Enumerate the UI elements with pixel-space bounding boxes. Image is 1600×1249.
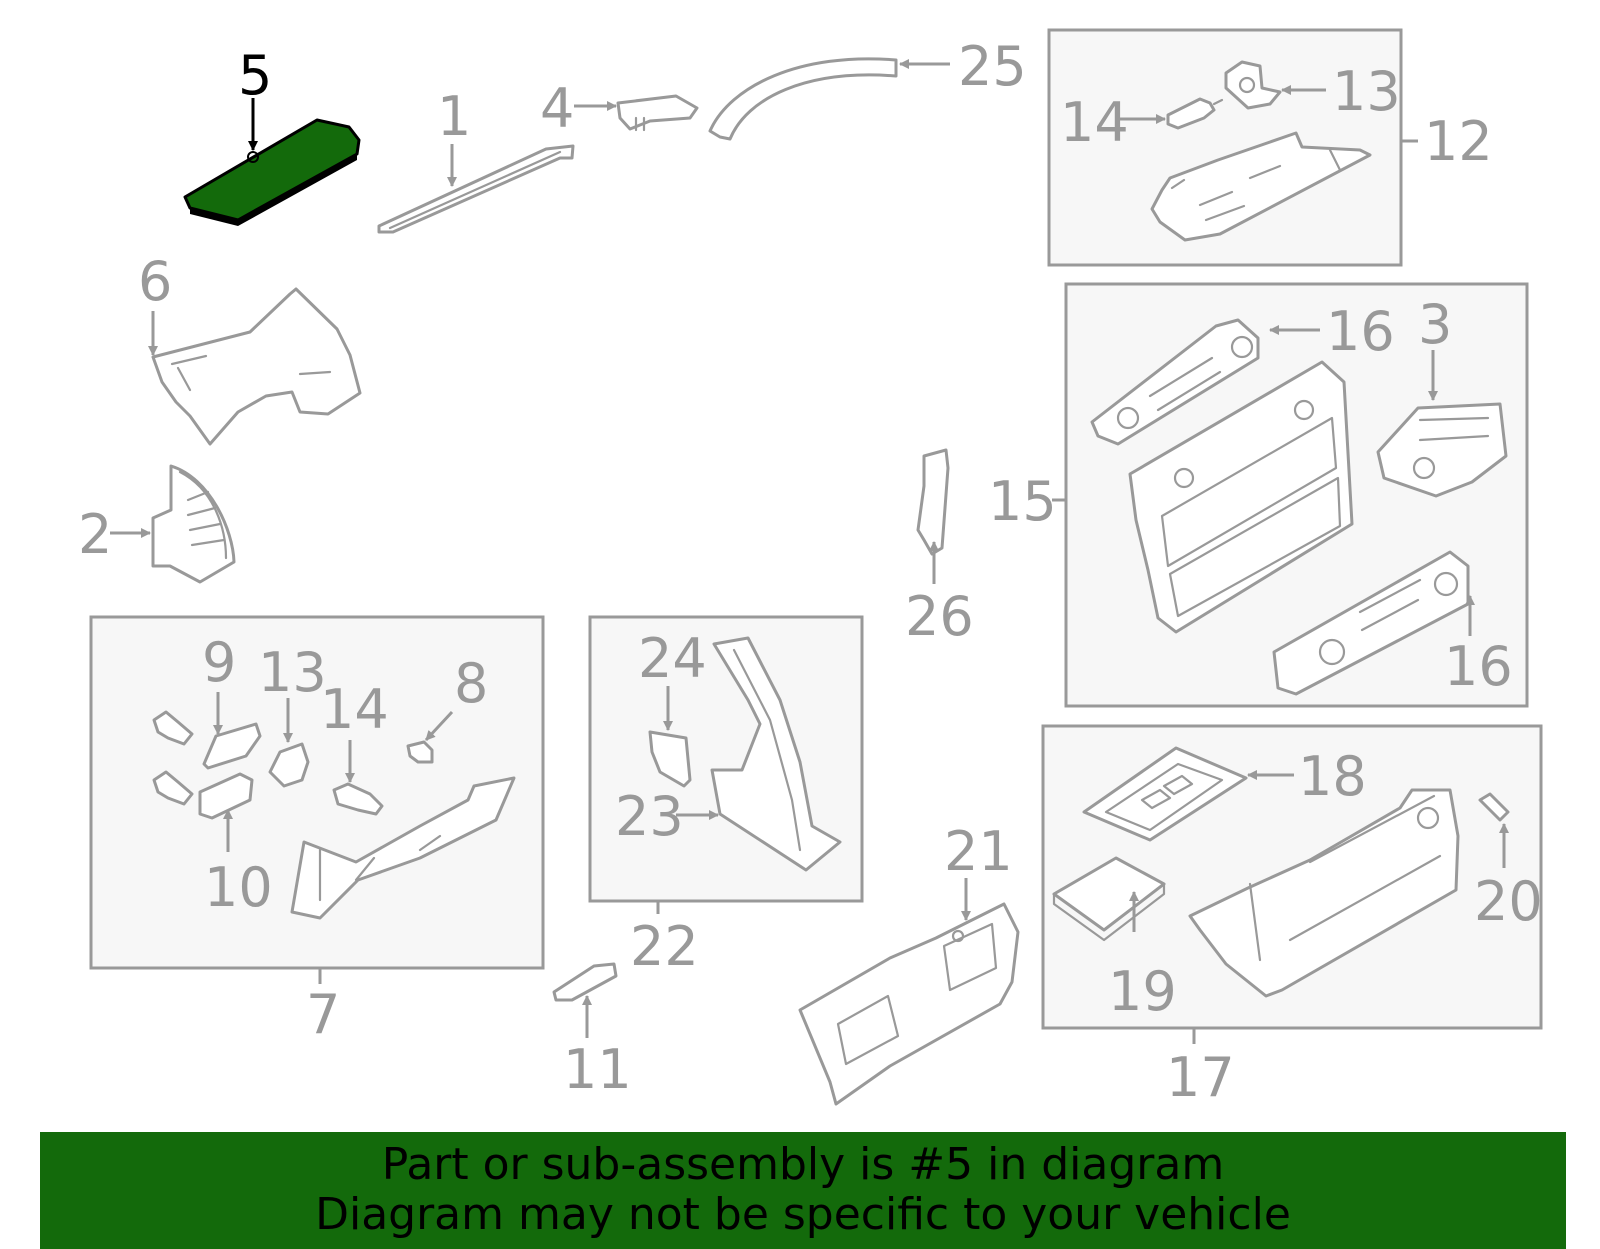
part-3-switch-module[interactable] [1376, 402, 1508, 498]
part-bolt-lower[interactable] [152, 770, 194, 806]
part-20-screw[interactable] [1478, 792, 1510, 822]
callout-23: 23 [615, 785, 684, 848]
part-7-lower-trim[interactable] [290, 776, 516, 920]
callout-26: 26 [905, 585, 974, 648]
part-13-socket[interactable] [268, 742, 310, 788]
part-16-upper-control[interactable] [1090, 318, 1260, 446]
part-26-bracket[interactable] [916, 448, 950, 556]
part-4-clip[interactable] [616, 94, 699, 132]
part-9-lamp-lens[interactable] [202, 722, 262, 770]
callout-13a: 13 [1332, 60, 1401, 123]
part-10-lens[interactable] [198, 772, 254, 820]
callout-22: 22 [630, 915, 699, 978]
part-19-pad[interactable] [1052, 856, 1166, 942]
part-21-console-panel[interactable] [798, 902, 1020, 1106]
callout-20: 20 [1474, 870, 1543, 933]
callout-12: 12 [1424, 110, 1493, 173]
callout-2: 2 [78, 503, 112, 566]
part-1-trim-strip[interactable] [377, 144, 575, 234]
part-14-bulb[interactable] [1166, 97, 1224, 130]
callout-6: 6 [138, 250, 172, 313]
callout-21: 21 [944, 820, 1013, 883]
part-18-mat[interactable] [1082, 746, 1248, 842]
callout-14a: 14 [1060, 91, 1129, 154]
part-14-bulb-small[interactable] [332, 782, 384, 816]
part-23-side-trim[interactable] [710, 636, 842, 872]
info-banner: Part or sub-assembly is #5 in diagram Di… [40, 1132, 1566, 1249]
callout-16b: 16 [1444, 635, 1513, 698]
part-2-air-vent[interactable] [151, 464, 236, 584]
callout-14b: 14 [320, 678, 389, 741]
callout-25: 25 [958, 35, 1027, 98]
callout-16a: 16 [1326, 300, 1395, 363]
part-8-clip[interactable] [406, 740, 434, 764]
part-25-arc-trim[interactable] [708, 57, 898, 141]
part-12-map-lamp-housing[interactable] [1150, 131, 1372, 242]
callout-11: 11 [563, 1038, 632, 1101]
part-bolt-upper[interactable] [152, 710, 194, 746]
part-15-center-bezel[interactable] [1128, 360, 1354, 634]
part-11-clip[interactable] [552, 962, 618, 1002]
banner-line-1: Part or sub-assembly is #5 in diagram [381, 1139, 1225, 1190]
callout-19: 19 [1108, 960, 1177, 1023]
callout-8: 8 [454, 652, 488, 715]
part-5-cover[interactable] [183, 118, 361, 226]
callout-18: 18 [1298, 745, 1367, 808]
callout-1: 1 [437, 85, 471, 148]
callout-13b: 13 [258, 641, 327, 704]
callout-4: 4 [540, 77, 574, 140]
callout-24: 24 [638, 627, 707, 690]
part-17-console-bin[interactable] [1188, 788, 1460, 998]
callout-10: 10 [204, 856, 273, 919]
part-24-clip[interactable] [648, 730, 692, 788]
callout-7: 7 [306, 983, 340, 1046]
banner-line-2: Diagram may not be specific to your vehi… [315, 1189, 1291, 1240]
part-6-lower-panel[interactable] [151, 287, 362, 446]
callout-3: 3 [1418, 293, 1452, 356]
callout-17: 17 [1166, 1046, 1235, 1109]
callout-5: 5 [238, 44, 272, 107]
callout-8-arrow [424, 710, 454, 742]
callout-15: 15 [988, 470, 1057, 533]
callout-9: 9 [202, 631, 236, 694]
part-13-bulb-socket[interactable] [1224, 60, 1282, 110]
